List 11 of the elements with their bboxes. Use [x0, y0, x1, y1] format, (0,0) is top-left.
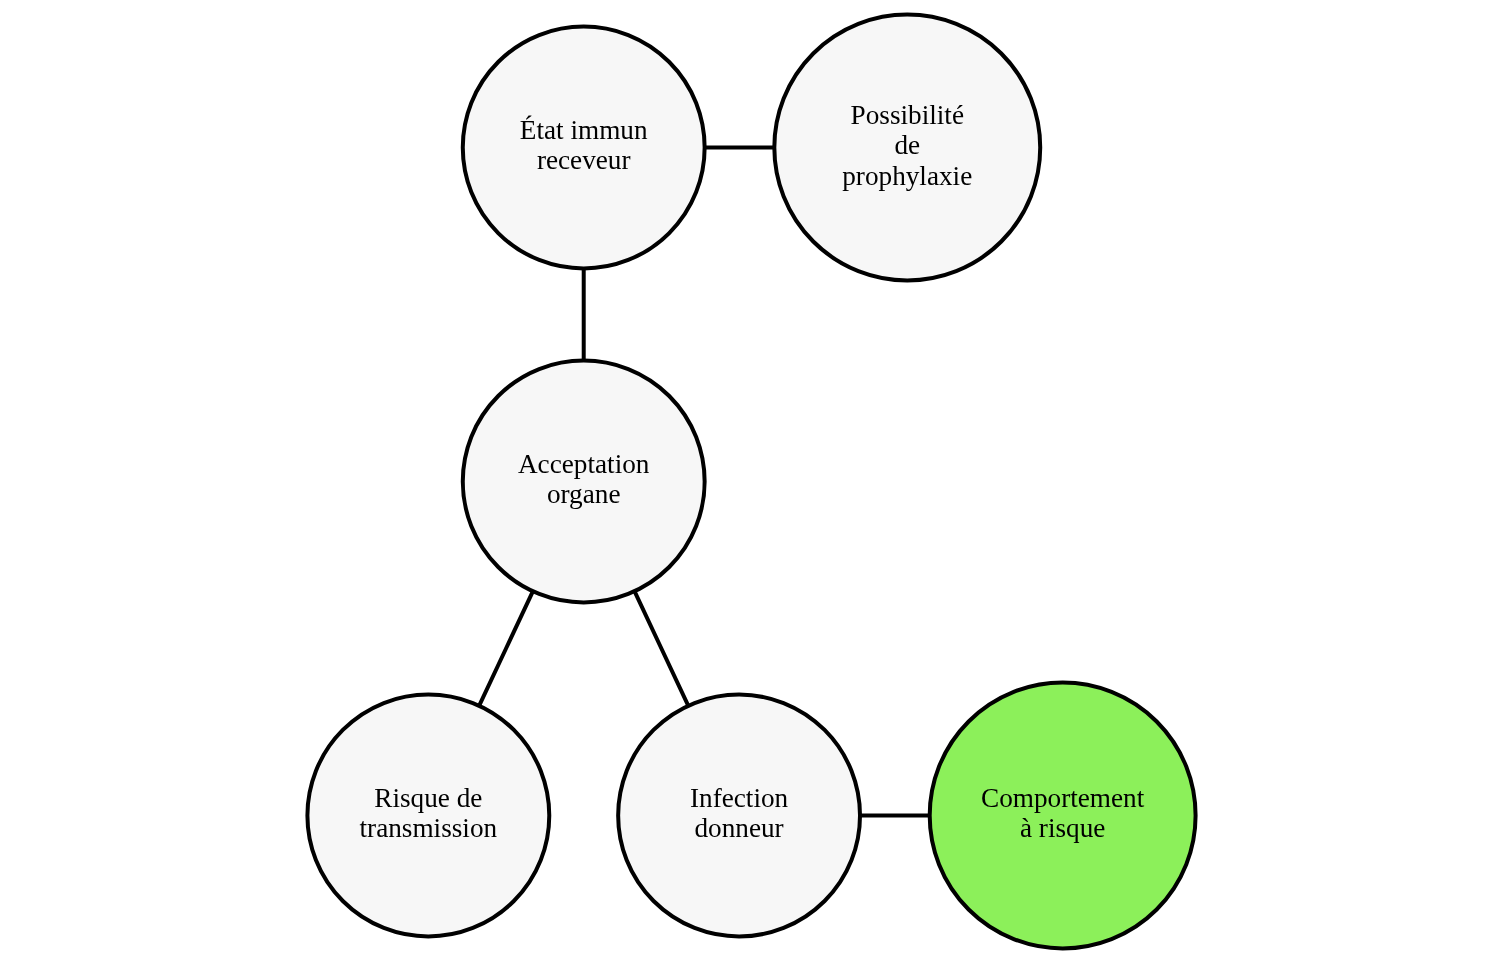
- connector: [704, 145, 774, 150]
- node-circle: Comportement à risque: [927, 680, 1198, 951]
- node-circle: Infection donneur: [615, 692, 862, 939]
- node-circle: Possibilité de prophylaxie: [771, 12, 1042, 283]
- node-circle: État immun receveur: [460, 24, 707, 271]
- node-circle: Risque de transmission: [304, 692, 551, 939]
- connector: [581, 268, 586, 361]
- node-circle: Acceptation organe: [460, 358, 707, 605]
- connector: [632, 590, 690, 707]
- connector: [477, 590, 535, 707]
- connector: [859, 813, 929, 818]
